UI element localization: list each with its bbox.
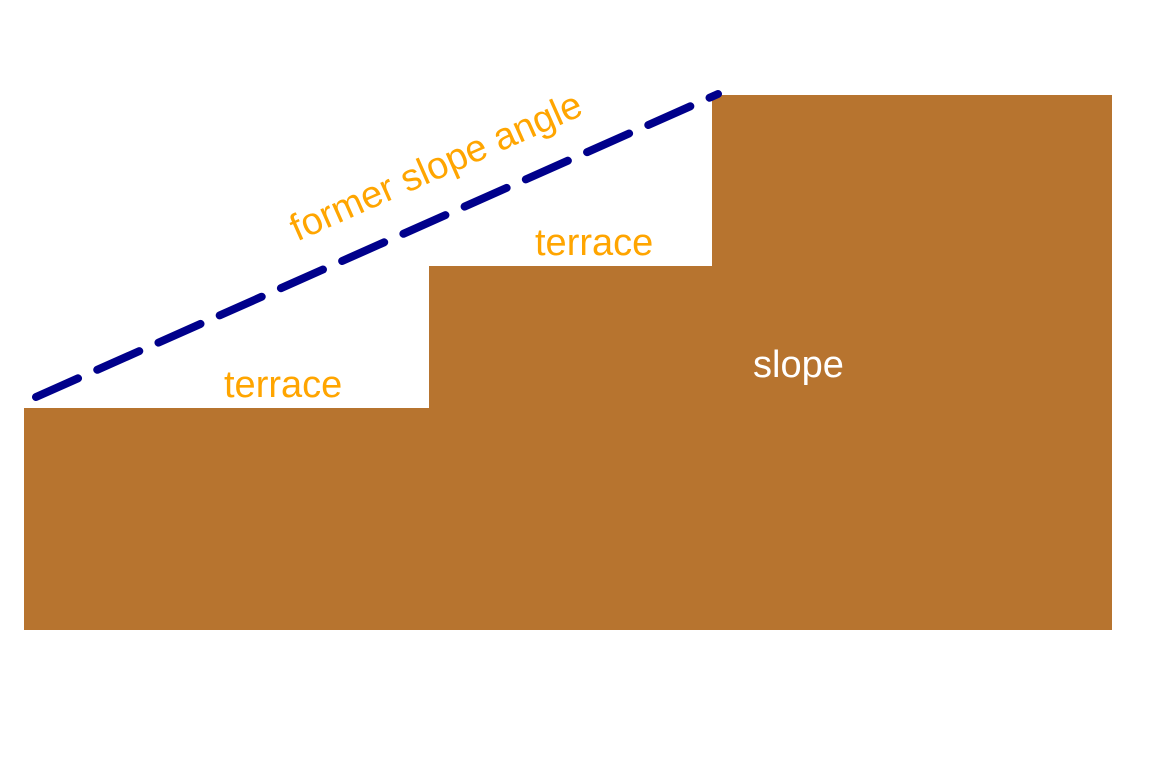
former-slope-dashed-line (32, 90, 722, 401)
slope-label: slope (753, 344, 844, 386)
landform-shape (24, 95, 1112, 630)
terrace-upper-label: terrace (535, 222, 654, 264)
terrace-lower-label: terrace (224, 364, 343, 406)
